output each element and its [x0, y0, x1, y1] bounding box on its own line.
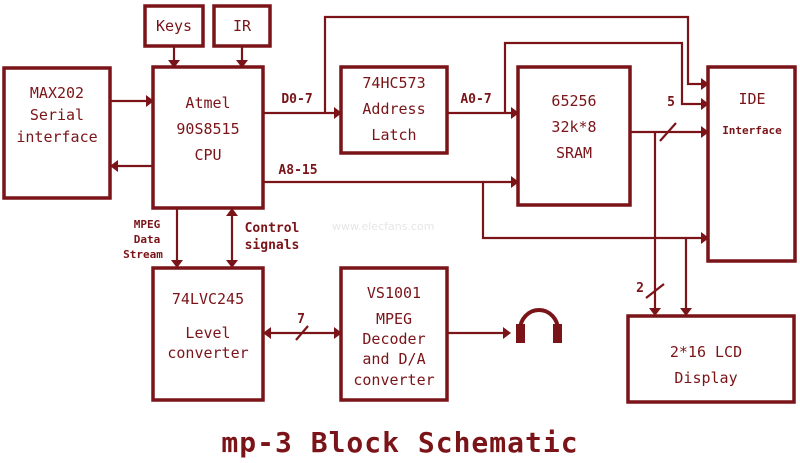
- latch-block: 74HC573 Address Latch: [339, 65, 449, 155]
- level-line3: converter: [167, 344, 248, 362]
- keys-label: Keys: [156, 17, 192, 35]
- seven-left-arrow-icon: [263, 327, 271, 339]
- mpeg-stream-label-2: Data: [134, 233, 161, 246]
- mpeg-stream-label-1: MPEG: [134, 218, 161, 231]
- sram-block: 65256 32k*8 SRAM: [516, 65, 632, 207]
- ide-block: IDE Interface: [706, 65, 797, 263]
- audio-out-arrow-icon: [503, 327, 511, 339]
- seven-bus-slash: [295, 325, 309, 341]
- a815-label: A8-15: [278, 163, 317, 178]
- two-label: 2: [636, 281, 644, 296]
- seven-label: 7: [297, 312, 305, 327]
- vs1001-line4: and D/A: [362, 350, 425, 368]
- d07-arrow-icon: [334, 107, 342, 119]
- vs1001-block: VS1001 MPEG Decoder and D/A converter: [339, 266, 449, 402]
- latch-line3: Latch: [371, 126, 416, 144]
- control-label-2: signals: [245, 238, 300, 253]
- keys-block: Keys: [143, 4, 205, 48]
- max202-line2: Serial: [30, 106, 84, 124]
- lcd-block: 2*16 LCD Display: [626, 314, 796, 404]
- latch-line1: 74HC573: [362, 74, 425, 92]
- lcd-line1: 2*16 LCD: [670, 343, 742, 361]
- a07-arrow-icon: [511, 107, 519, 119]
- two-bus-slash: [645, 283, 665, 299]
- watermark: www.elecfans.com: [332, 220, 434, 233]
- max202-block: MAX202 Serial interface: [2, 66, 112, 200]
- lcd-line2: Display: [674, 369, 737, 387]
- ir-label: IR: [233, 17, 252, 35]
- a07-to-ide-wire: [503, 41, 701, 113]
- vs1001-line3: Decoder: [362, 330, 425, 348]
- max202-line3: interface: [16, 128, 97, 146]
- control-label-1: Control: [245, 221, 300, 236]
- a815-arrow-icon: [511, 176, 519, 188]
- lcd-drop-arrow-1-icon: [649, 308, 661, 316]
- cpu-line1: Atmel: [185, 94, 230, 112]
- d07-to-ide-wire: [323, 15, 701, 113]
- level-converter-block: 74LVC245 Level converter: [151, 266, 265, 402]
- lcd-drop-arrow-2-icon: [680, 308, 692, 316]
- a07-to-ide-arrow-icon: [701, 98, 709, 110]
- control-down-arrow-icon: [226, 260, 238, 268]
- max-to-cpu-arrow-icon: [146, 95, 154, 107]
- vs1001-line1: VS1001: [367, 284, 421, 302]
- d07-label: D0-7: [281, 92, 312, 107]
- cpu-to-max-arrow-icon: [110, 160, 118, 172]
- a815-to-ide-wire: [481, 182, 701, 240]
- cpu-line2: 90S8515: [176, 120, 239, 138]
- headphones-icon: [516, 308, 562, 343]
- vs1001-line2: MPEG: [376, 310, 412, 328]
- five-label: 5: [667, 95, 675, 110]
- latch-line2: Address: [362, 100, 425, 118]
- level-line2: Level: [185, 324, 230, 342]
- ir-block: IR: [212, 4, 272, 48]
- sram-line3: SRAM: [556, 144, 592, 162]
- level-line1: 74LVC245: [172, 290, 244, 308]
- ide-line1: IDE: [738, 90, 765, 108]
- mpeg-stream-arrow-icon: [171, 260, 183, 268]
- a07-label: A0-7: [460, 92, 491, 107]
- control-up-arrow-icon: [226, 208, 238, 216]
- five-bus-arrow-icon: [701, 126, 709, 138]
- sram-line2: 32k*8: [551, 118, 596, 136]
- ir-arrow-icon: [236, 60, 248, 68]
- a815-to-ide-arrow-icon: [701, 232, 709, 244]
- cpu-line3: CPU: [194, 146, 221, 164]
- sram-line1: 65256: [551, 92, 596, 110]
- vs1001-line5: converter: [353, 371, 434, 389]
- d07-to-ide-arrow-icon: [701, 78, 709, 90]
- five-bus-slash: [659, 122, 677, 142]
- mpeg-stream-label-3: Stream: [123, 248, 163, 261]
- seven-right-arrow-icon: [334, 327, 342, 339]
- keys-arrow-icon: [168, 60, 180, 68]
- cpu-block: Atmel 90S8515 CPU: [151, 65, 265, 210]
- page-title: mp-3 Block Schematic: [221, 426, 578, 459]
- max202-line1: MAX202: [30, 84, 84, 102]
- ide-line2: Interface: [722, 124, 782, 137]
